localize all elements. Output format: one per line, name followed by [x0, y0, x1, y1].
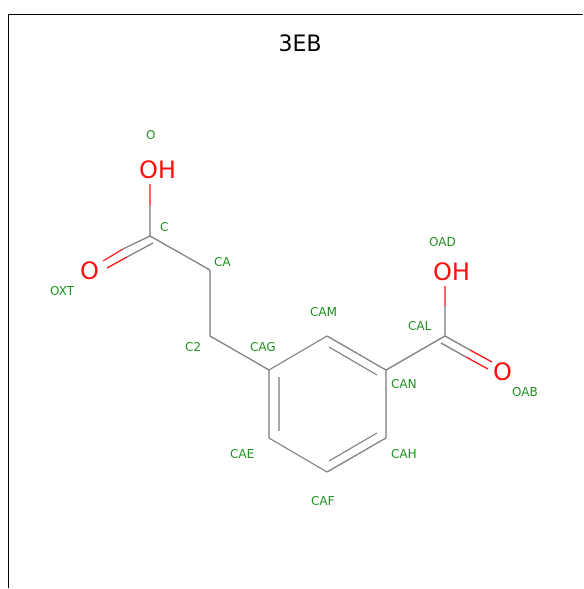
bond-can-cal: [385, 335, 446, 371]
o-right-label: O: [493, 358, 512, 386]
bond-c-o-double-1: [102, 248, 124, 262]
bond-cag-cam: [268, 335, 328, 371]
diagram-frame: [8, 14, 583, 588]
bond-c-o-double-1-grey: [122, 235, 151, 250]
atom-label-o: O: [146, 128, 155, 142]
bond-cal-o-double-1-grey: [444, 335, 471, 351]
atom-label-cag: CAG: [250, 340, 276, 354]
atom-label-oab: OAB: [512, 385, 538, 399]
bond-cal-o-double-2: [465, 356, 489, 370]
atom-label-oxt: OXT: [50, 284, 75, 298]
bond-c-o-double-2-grey: [126, 242, 154, 258]
bond-c-o-double-2: [106, 256, 128, 269]
atom-label-c: C: [160, 220, 168, 234]
atom-label-caf: CAF: [311, 494, 335, 508]
bond-c2-cag: [209, 335, 270, 371]
o-left-label: O: [80, 257, 99, 285]
oh-right-label: OH: [433, 258, 470, 286]
bond-cam-can: [326, 335, 387, 371]
atom-label-cae: CAE: [230, 447, 254, 461]
bond-cam-can-inner: [328, 346, 378, 376]
atom-label-cal: CAL: [408, 319, 432, 333]
bond-c-ca: [149, 235, 211, 271]
bond-cah-caf: [326, 437, 387, 473]
bond-cah-caf-inner: [328, 432, 378, 462]
bond-cal-o-double-2-grey: [440, 342, 467, 358]
oh-top-label: OH: [139, 156, 176, 184]
bond-cal-o-double-1: [469, 349, 493, 363]
atom-label-ca: CA: [214, 255, 231, 269]
atom-label-cam: CAM: [310, 305, 337, 319]
atom-label-oad: OAD: [429, 235, 456, 249]
bond-caf-cae: [268, 437, 328, 473]
atom-label-cah: CAH: [391, 447, 417, 461]
diagram-title: 3EB: [278, 32, 322, 57]
atom-label-can: CAN: [391, 377, 417, 391]
atom-label-c2: C2: [185, 340, 201, 354]
